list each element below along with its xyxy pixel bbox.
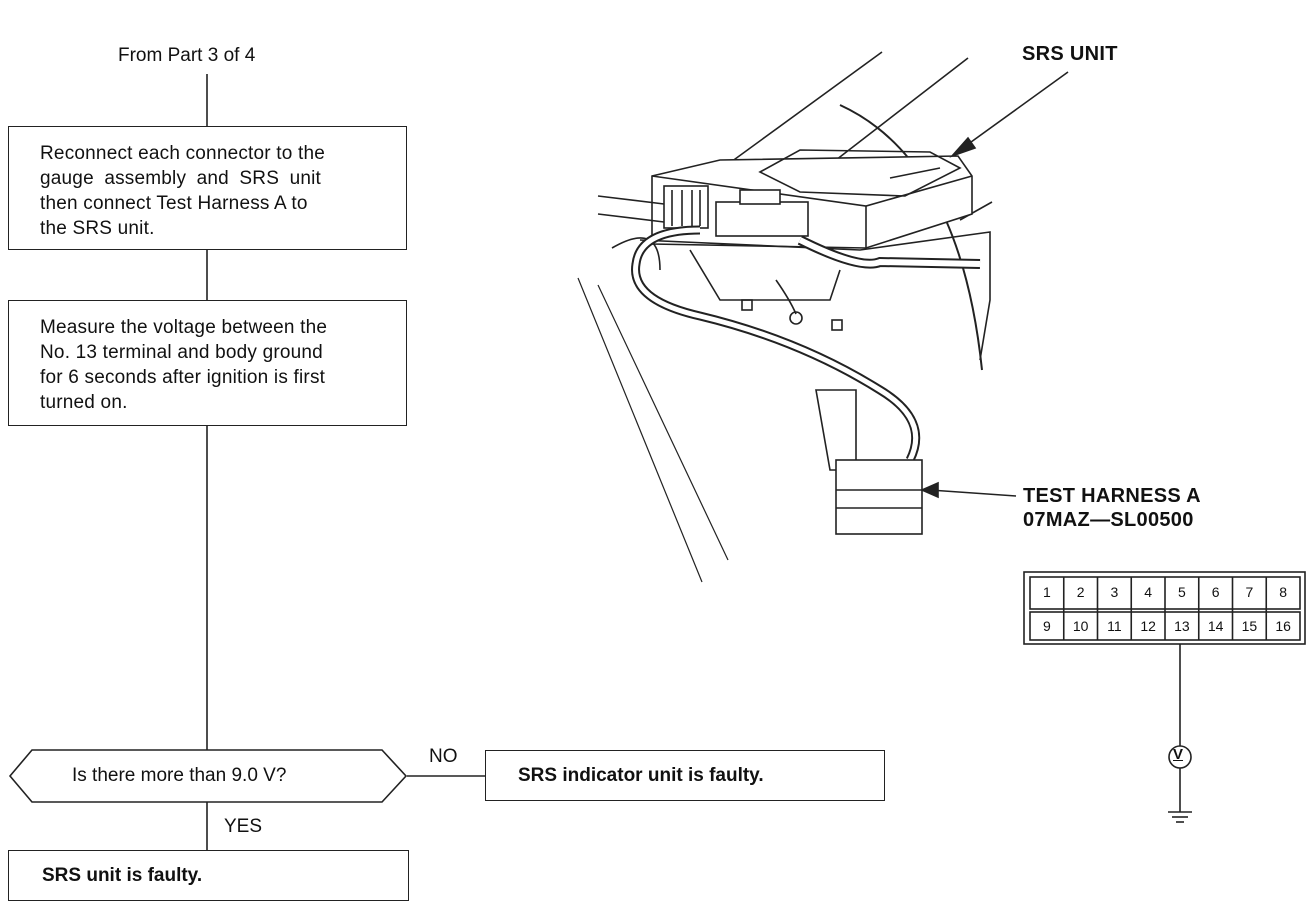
step1-line: Reconnect each connector to the (40, 143, 326, 164)
connector-pin-1: 1 (1042, 584, 1051, 600)
step2-line: Measure the voltage between the (40, 317, 328, 338)
yes-result-box: SRS unit is faulty. (8, 850, 409, 901)
connector-pin-15: 15 (1241, 618, 1258, 634)
yes-result-text: SRS unit is faulty. (42, 865, 203, 886)
step2-line: turned on. (40, 392, 128, 413)
connector-pin-16: 16 (1275, 618, 1291, 634)
connector-pin-10: 10 (1072, 618, 1089, 634)
step-measure-box: Measure the voltage between the No. 13 t… (8, 300, 407, 426)
connector-pin-9: 9 (1042, 618, 1051, 634)
connector-pin-14: 14 (1207, 618, 1224, 634)
connector-pin-12: 12 (1140, 618, 1156, 634)
step2-line: for 6 seconds after ignition is first (40, 367, 326, 388)
step1-line: then connect Test Harness A to (40, 193, 308, 214)
connector-pin-2: 2 (1076, 584, 1085, 600)
decision-diamond (8, 749, 408, 803)
no-result-text: SRS indicator unit is faulty. (518, 765, 764, 786)
no-result-box: SRS indicator unit is faulty. (485, 750, 885, 801)
no-label: NO (429, 746, 458, 767)
from-part-label: From Part 3 of 4 (118, 45, 256, 66)
connector-pin-6: 6 (1211, 584, 1220, 600)
connector-pin-5: 5 (1177, 584, 1186, 600)
connector-pin-3: 3 (1110, 584, 1119, 600)
step1-line: the SRS unit. (40, 218, 155, 239)
step1-line: gauge assembly and SRS unit (40, 168, 321, 189)
meter-symbol: V (1173, 746, 1184, 763)
harness-label: TEST HARNESS A 07MAZ—SL00500 (1023, 484, 1201, 532)
connector-pin-8: 8 (1279, 584, 1288, 600)
connector-pin-13: 13 (1174, 618, 1190, 634)
step2-line: No. 13 terminal and body ground (40, 342, 323, 363)
srs-unit-label: SRS UNIT (1022, 43, 1118, 65)
step-reconnect-box: Reconnect each connector to the gauge as… (8, 126, 407, 250)
connector-pin-7: 7 (1245, 584, 1254, 600)
decision-question: Is there more than 9.0 V? (72, 765, 287, 786)
connector-pin-11: 11 (1107, 618, 1122, 634)
harness-label-line2: 07MAZ—SL00500 (1023, 509, 1194, 531)
harness-label-line1: TEST HARNESS A (1023, 485, 1201, 507)
yes-label: YES (224, 816, 263, 837)
connector-pin-4: 4 (1144, 584, 1153, 600)
